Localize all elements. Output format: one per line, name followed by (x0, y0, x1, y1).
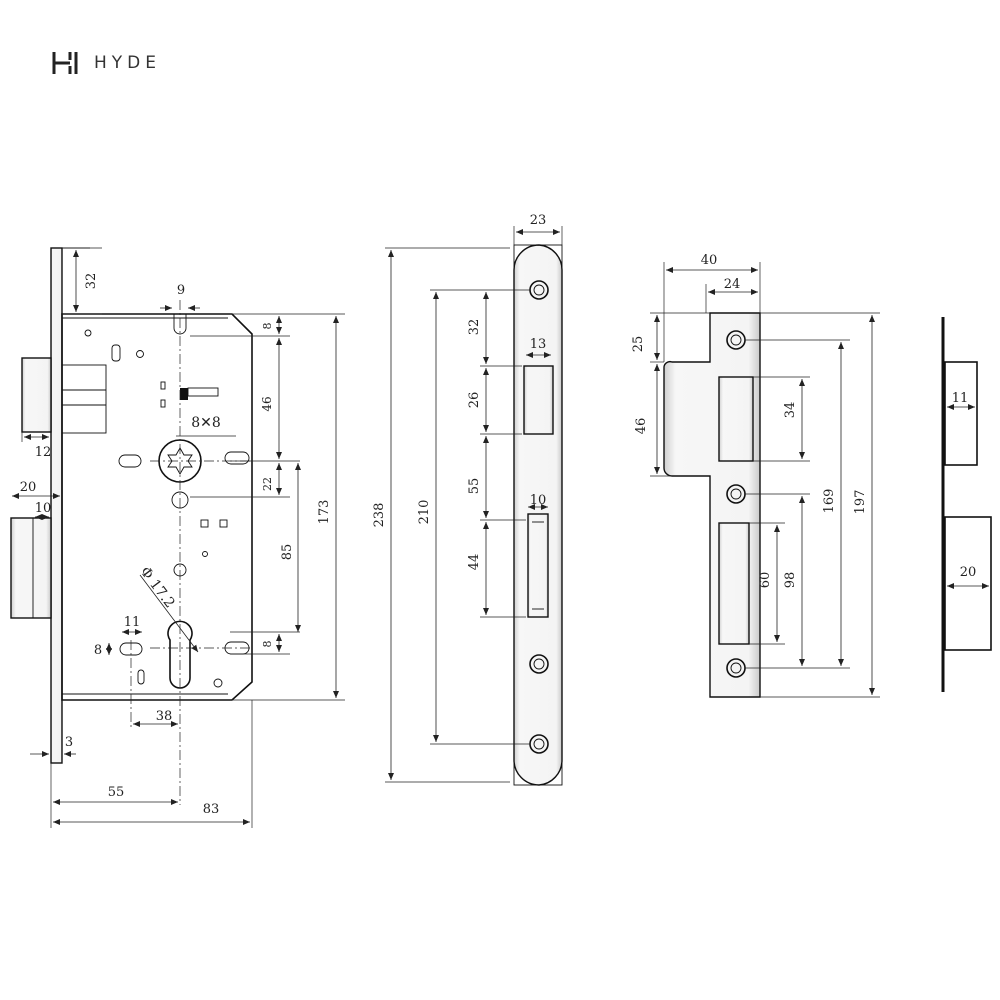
dim-faceplate-screw-span: 210 (417, 500, 432, 525)
dim-strike-height: 197 (853, 490, 868, 515)
dim-cyl-dia: Φ 17.2 (137, 564, 178, 611)
side-bolt-box (944, 516, 992, 651)
faceplate-bolt-hole (527, 513, 549, 618)
dim-spindle: 8✕8 (191, 415, 221, 431)
dim-faceplate-height: 238 (372, 503, 387, 528)
dim-faceplate-width: 23 (530, 213, 547, 228)
strike-bolt-hole (718, 522, 750, 645)
faceplate-view: 23 238 210 32 26 55 44 13 10 (372, 213, 563, 786)
dim-thickness: 3 (65, 735, 73, 750)
dim-slot-width: 9 (177, 283, 185, 298)
latch-bolt (21, 357, 52, 433)
dead-bolt (10, 517, 52, 619)
dim-strike-inner-width: 24 (724, 277, 741, 292)
dim-backset-centers: 85 (280, 544, 295, 561)
dim-strike-lip-top: 25 (631, 336, 646, 353)
dim-cyl-height: 8 (94, 643, 102, 658)
dim-strike-latch-hole: 34 (783, 402, 798, 419)
dim-depth: 83 (203, 802, 220, 817)
dim-faceplate-bolt-height: 44 (467, 554, 482, 571)
dim-strike-bolt-hole: 60 (758, 572, 773, 589)
dim-faceplate-latch-height: 26 (467, 392, 482, 409)
dim-strike-bolt-span: 98 (783, 572, 798, 589)
faceplate-latch-hole (523, 365, 554, 435)
dim-side-latch-depth: 11 (952, 391, 969, 406)
dim-face-top: 32 (84, 273, 99, 290)
lock-body-view: 32 9 8 46 8✕8 22 85 8 173 11 8 Φ 17.2 38 (10, 247, 345, 828)
dim-bolt-inner: 10 (35, 501, 52, 516)
dim-cyl-spacing: 38 (156, 709, 173, 724)
dim-handle-span: 46 (260, 396, 274, 411)
lock-case-outline (61, 313, 253, 701)
dim-lower-offset: 8 (261, 641, 274, 648)
hyde-h-logo-icon (52, 52, 78, 74)
brand-header: HYDE (50, 50, 161, 76)
strike-latch-hole (718, 376, 754, 462)
dim-cyl-width: 11 (124, 615, 141, 630)
brand-name: HYDE (94, 53, 161, 73)
strike-plate-view: 40 24 25 46 34 60 98 169 197 (631, 253, 880, 698)
dim-backset: 55 (108, 785, 125, 800)
dim-slot-depth: 8 (261, 323, 274, 330)
dim-body-height: 173 (317, 500, 332, 525)
dim-faceplate-top-offset: 32 (467, 319, 482, 336)
lock-faceplate-edge (50, 247, 63, 764)
euro-cylinder-hole (167, 620, 193, 689)
dim-strike-screw-span: 169 (822, 489, 837, 514)
dim-faceplate-gap: 55 (467, 478, 482, 495)
dim-hub-offset: 22 (261, 477, 274, 491)
dim-strike-lip-height: 46 (634, 418, 649, 435)
dim-faceplate-bolt-width: 10 (530, 493, 547, 508)
dim-latch-proj: 12 (35, 445, 52, 460)
strike-side-view: 11 20 (941, 317, 992, 692)
dim-faceplate-latch-width: 13 (530, 337, 547, 352)
dim-strike-width: 40 (701, 253, 718, 268)
faceplate-screw-mid (529, 654, 549, 674)
side-latch-box (944, 361, 978, 466)
dim-bolt-width: 20 (20, 480, 37, 495)
dim-side-bolt-depth: 20 (960, 565, 977, 580)
